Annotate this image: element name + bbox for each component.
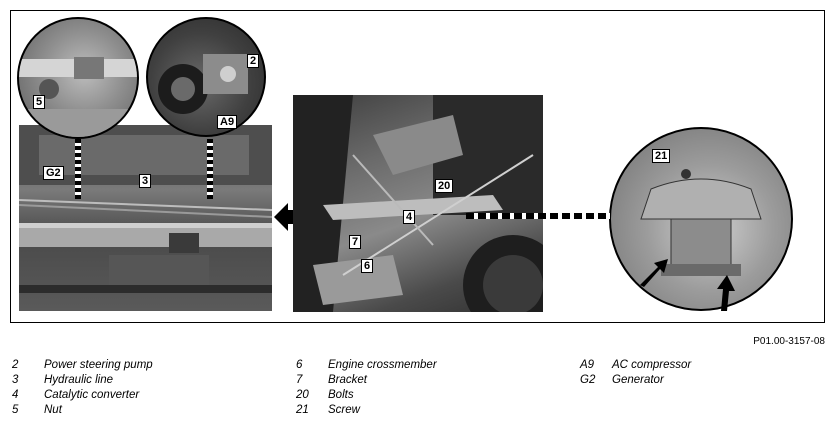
legend-num: 21 — [296, 404, 309, 416]
legend-label: Power steering pump — [44, 359, 153, 371]
photo-mid-detail — [293, 95, 543, 312]
arrow-up-icon — [717, 275, 735, 311]
inset-2-detail — [158, 54, 248, 114]
legend-item: 21 Screw — [296, 403, 437, 418]
leader-line-inset-3 — [466, 213, 611, 219]
legend-item: 3 Hydraulic line — [12, 373, 153, 388]
callout-4: 4 — [403, 210, 416, 224]
legend-item: 4 Catalytic converter — [12, 388, 153, 403]
legend-label: Hydraulic line — [44, 374, 114, 386]
callout-2: 2 — [247, 54, 260, 68]
callout-5: 5 — [33, 95, 46, 109]
legend-item: 7 Bracket — [296, 373, 437, 388]
figure-frame: 5 2 A9 G2 3 20 4 7 6 21 — [10, 10, 825, 323]
callout-3: 3 — [139, 174, 152, 188]
leader-line-inset-1 — [75, 139, 81, 199]
callout-a9: A9 — [217, 115, 238, 129]
arrow-up-right-icon — [640, 259, 668, 287]
legend-item: 5 Nut — [12, 403, 153, 418]
legend-label: AC compressor — [612, 359, 692, 371]
callout-21: 21 — [652, 149, 671, 163]
legend-column-3: A9 AC compressor G2 Generator — [580, 358, 691, 388]
callout-7: 7 — [349, 235, 362, 249]
inset-engine-mount — [609, 127, 793, 311]
legend-item: 2 Power steering pump — [12, 358, 153, 373]
legend-label: Generator — [612, 374, 664, 386]
legend-label: Screw — [328, 404, 360, 416]
figure-reference: P01.00-3157-08 — [753, 336, 825, 347]
legend-label: Nut — [44, 404, 62, 416]
inset-1-detail — [19, 57, 137, 137]
inset-3-detail — [640, 169, 762, 276]
callout-6: 6 — [361, 259, 374, 273]
legend-num: 20 — [296, 389, 309, 401]
arrow-left-icon — [274, 203, 288, 231]
inset-ac-compressor — [146, 17, 266, 137]
legend-num: 7 — [296, 374, 303, 386]
legend-num: 4 — [12, 389, 19, 401]
photo-underside-left — [19, 125, 272, 311]
legend-label: Bracket — [328, 374, 367, 386]
legend-num: 5 — [12, 404, 19, 416]
legend-column-1: 2 Power steering pump 3 Hydraulic line 4 Ca… — [12, 358, 153, 418]
photo-engine-underside — [293, 95, 543, 312]
callout-20: 20 — [435, 179, 454, 193]
legend-label: Catalytic converter — [44, 389, 140, 401]
legend-num: 6 — [296, 359, 303, 371]
leader-line-inset-2 — [207, 139, 213, 199]
legend-item: A9 AC compressor — [580, 358, 691, 373]
legend-label: Bolts — [328, 389, 354, 401]
legend-item: 20 Bolts — [296, 388, 437, 403]
photo-left-detail — [19, 125, 272, 295]
legend-column-2: 6 Engine crossmember 7 Bracket 20 Bolts 21 S… — [296, 358, 437, 418]
legend-item: G2 Generator — [580, 373, 691, 388]
legend-label: Engine crossmember — [328, 359, 437, 371]
legend-num: G2 — [580, 374, 596, 386]
legend-num: 2 — [12, 359, 19, 371]
legend-item: 6 Engine crossmember — [296, 358, 437, 373]
callout-g2: G2 — [43, 166, 64, 180]
legend-num: 3 — [12, 374, 19, 386]
legend-num: A9 — [580, 359, 595, 371]
inset-power-steering-nut — [17, 17, 139, 139]
arrow-left-bar — [287, 210, 293, 224]
